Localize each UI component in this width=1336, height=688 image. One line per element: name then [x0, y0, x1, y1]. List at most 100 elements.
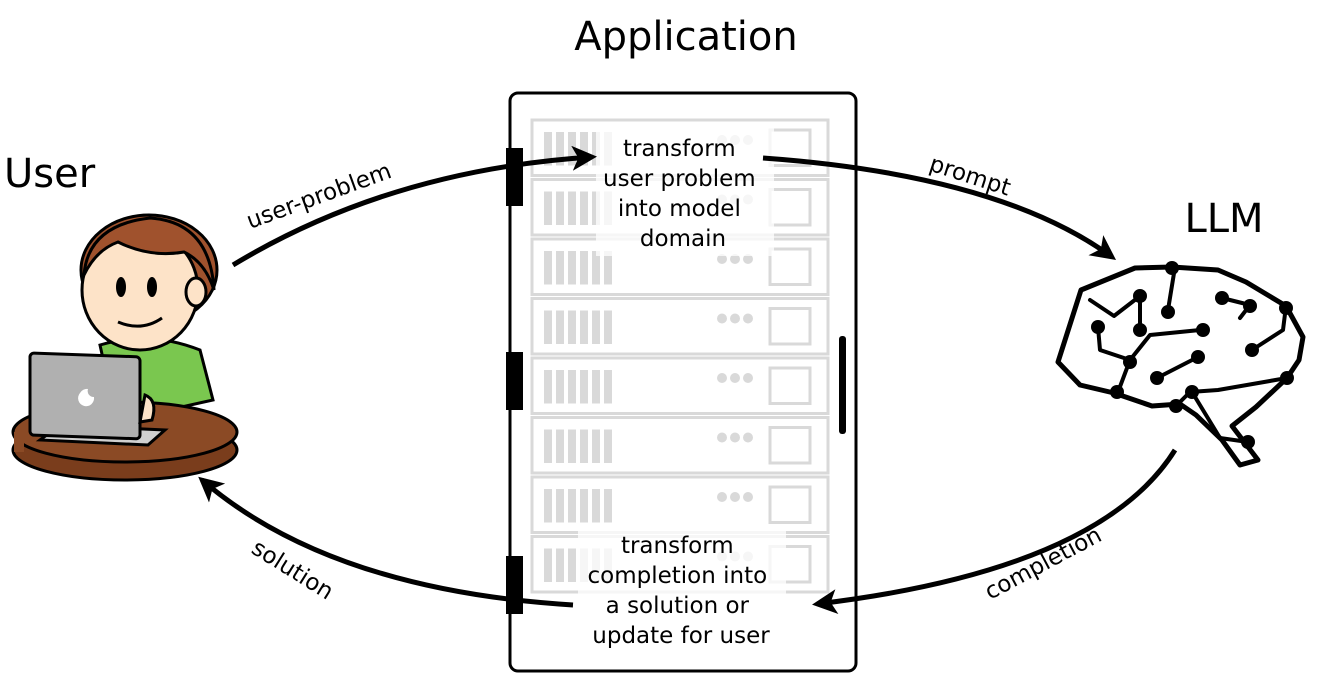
brain-circuit: [1088, 294, 1142, 318]
rack-unit-vent: [544, 310, 552, 344]
rack-unit-vent: [544, 370, 552, 404]
rack-unit-light: [743, 373, 753, 383]
brain-node: [1215, 291, 1229, 305]
rack-unit-light: [717, 432, 727, 443]
rack-unit-light: [717, 254, 727, 264]
rack-unit-vent: [568, 310, 576, 344]
rack-unit: [530, 416, 830, 475]
rack-unit-vent: [580, 370, 588, 404]
rack-unit-vent: [592, 489, 600, 523]
brain-circuit: [1190, 390, 1250, 444]
rack-unit-vent: [568, 191, 576, 225]
user-eye-left: [116, 277, 126, 297]
brain-node: [1091, 320, 1105, 334]
rack-unit-vent: [556, 310, 564, 344]
rack-unit: [530, 297, 830, 356]
brain-node: [1150, 371, 1164, 385]
rack-unit-drive: [768, 307, 812, 346]
rack-unit-vent: [544, 489, 552, 523]
rack-unit-vent: [556, 251, 564, 285]
rack-unit-light: [730, 432, 740, 443]
llm-node: [1055, 261, 1306, 468]
rack-unit-vent: [556, 370, 564, 404]
transform-out-text: transform completion into a solution or …: [588, 533, 775, 649]
rack-unit-vent: [544, 429, 552, 463]
transform-in-line: into model: [618, 196, 741, 222]
rack-unit-vent: [604, 370, 612, 404]
transform-in-line: domain: [640, 226, 726, 252]
prompt-arrow: [762, 155, 1117, 260]
rack-unit-drive: [768, 247, 812, 286]
rack-unit-vent: [568, 429, 576, 463]
rack-unit-vent: [580, 191, 588, 225]
transform-in-line: transform: [623, 136, 736, 162]
user-ear: [184, 276, 208, 308]
brain-node: [1191, 350, 1205, 364]
rack-unit-vent: [544, 191, 552, 225]
user-eye-right: [147, 277, 157, 297]
rack-unit-vent: [592, 429, 600, 463]
brain-node: [1243, 299, 1257, 313]
rack-hinge-bottom: [506, 556, 523, 614]
rack-unit-vent: [556, 489, 564, 523]
rack-hinge-middle: [506, 352, 523, 410]
rack-unit-vent: [580, 429, 588, 463]
rack-unit-vent: [544, 132, 552, 166]
transform-out-line: transform: [621, 533, 734, 559]
table-edge-cover: [14, 432, 24, 452]
transform-out-line: update for user: [592, 623, 770, 649]
rack-unit-light: [717, 373, 727, 383]
rack-unit-light: [730, 254, 740, 264]
apple-logo-icon: [78, 388, 95, 407]
solution-arrow: [198, 476, 574, 608]
rack-unit-light: [717, 492, 727, 502]
brain-node: [1165, 261, 1179, 275]
rack-unit-vent: [568, 548, 576, 582]
rack-unit-vent: [580, 132, 588, 166]
brain-nodes: [1091, 261, 1294, 449]
user-hand: [138, 392, 156, 424]
brain-node: [1279, 301, 1293, 315]
brain-node: [1161, 305, 1175, 319]
rack-unit-vent: [580, 310, 588, 344]
transform-out-line: completion into: [588, 563, 768, 589]
rack-unit-drive: [768, 426, 812, 465]
llm-title: LLM: [1184, 196, 1263, 242]
rack-unit-vent: [604, 251, 612, 285]
laptop: [28, 351, 169, 447]
rack-unit-light: [730, 492, 740, 502]
brain-circuit: [1174, 376, 1289, 408]
rack-unit-vent: [604, 489, 612, 523]
rack-unit-light: [743, 432, 753, 443]
user-node: [11, 213, 239, 482]
rack-unit-vent: [604, 310, 612, 344]
rack-unit-drive: [768, 366, 812, 405]
transform-out-line: a solution or: [606, 593, 750, 619]
brain-node: [1241, 435, 1255, 449]
brain-circuit: [1155, 355, 1200, 380]
completion-arrow: [812, 448, 1178, 615]
rack-unit: [530, 475, 830, 534]
brain-node: [1169, 399, 1183, 413]
brain-node: [1280, 371, 1294, 385]
rack-unit-vent: [604, 429, 612, 463]
brain-node: [1185, 385, 1199, 399]
user-title: User: [4, 151, 96, 197]
rack-unit-vent: [556, 191, 564, 225]
brain-node: [1123, 355, 1137, 369]
brain-node: [1245, 343, 1259, 357]
brain-node: [1133, 289, 1147, 303]
brain-node: [1110, 385, 1124, 399]
rack-unit-light: [743, 254, 753, 264]
rack-unit-light: [743, 313, 753, 324]
rack-hinge-top: [506, 148, 523, 206]
transform-in-background: [596, 128, 774, 256]
rack-unit-vent: [568, 489, 576, 523]
rack-unit-light: [730, 373, 740, 383]
rack-unit: [530, 356, 830, 415]
user-smile: [117, 316, 163, 328]
rack-unit-light: [717, 313, 727, 324]
rack-unit-vent: [556, 429, 564, 463]
rack-unit-vent: [568, 251, 576, 285]
